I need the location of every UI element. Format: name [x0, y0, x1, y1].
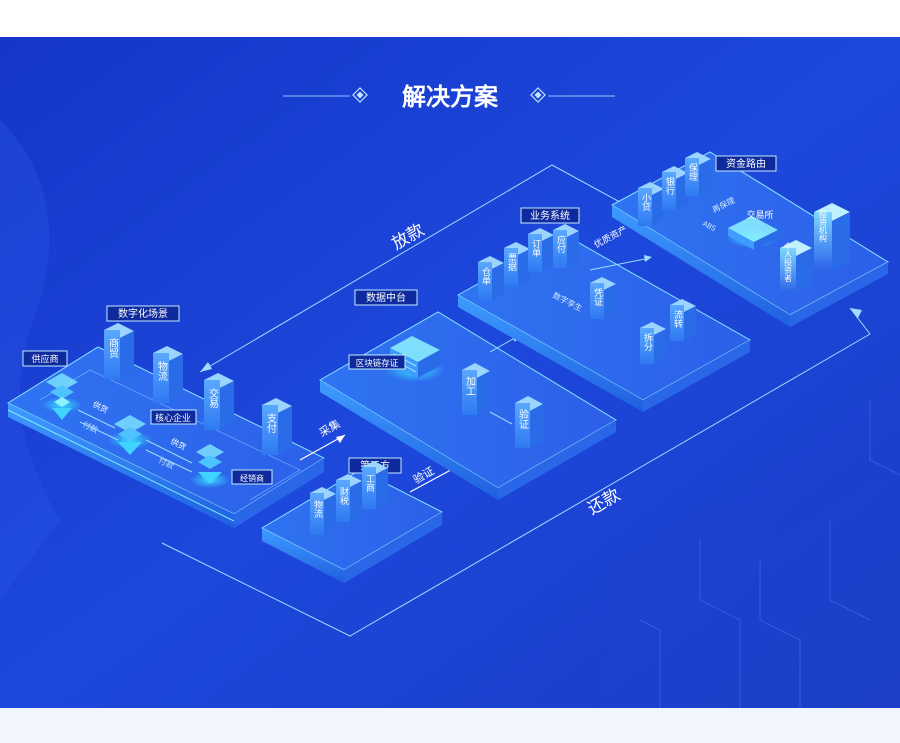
core-enterprise-label-box [150, 409, 197, 425]
data-inner-arrow [489, 411, 513, 425]
exchange-label: 交易所 [746, 209, 773, 221]
loan-arrow [200, 362, 212, 372]
title-group: 解决方案 [283, 83, 615, 111]
third-block-1: 财税 [336, 474, 362, 522]
fund-block-text-2: 保理 [687, 162, 698, 181]
business-lower-text-0: 凭证 [592, 287, 603, 306]
scene-block-2: 交易 [204, 373, 234, 430]
collect-arrowhead [336, 435, 345, 443]
distributor-label: 经销商 [240, 473, 264, 483]
page-title: 解决方案 [402, 83, 499, 111]
digital-scene-label: 数字化场景 [118, 307, 168, 320]
business-lower-block-0: 凭证 [590, 277, 616, 319]
supplier-label-box [22, 350, 68, 367]
digital-scene-label-box [106, 305, 180, 322]
scene-block-text-2: 交易 [207, 387, 219, 409]
institution-tower-1: 投资机构 [814, 203, 850, 270]
business-system-label: 业务系统 [530, 209, 570, 222]
business-block-text-1: 票据 [506, 253, 517, 272]
fund-block-text-0: 小贷 [640, 193, 651, 212]
business-block-2: 订单 [528, 228, 554, 272]
fund-block-text-1: 银行 [664, 176, 675, 196]
blockchain-label-box [348, 354, 406, 370]
business-block-1: 票据 [504, 242, 530, 286]
supplier-node [42, 373, 82, 420]
business-block-text-0: 仓单 [480, 266, 491, 286]
bg-wave [0, 120, 60, 600]
fund-block-2: 保理 [685, 152, 711, 196]
data-block-1: 验证 [515, 396, 543, 448]
scene-block-text-0: 商贸 [107, 337, 119, 359]
top-strip [0, 0, 900, 37]
fund-block-0: 小贷 [638, 182, 664, 226]
blockchain-label: 区块链存证 [356, 358, 399, 369]
data-block-text-1: 验证 [517, 408, 529, 429]
third-block-text-0: 物流 [312, 499, 323, 519]
business-system-label-box [520, 207, 580, 224]
business-lower-block-1: 拆分 [640, 322, 666, 364]
third-block-2: 工商 [362, 461, 388, 509]
core-enterprise-label: 核心企业 [155, 412, 191, 424]
business-block-text-2: 订单 [530, 239, 541, 258]
institution-text-0: 投资机构 [819, 209, 828, 243]
institution-tower-0: 个人投资者 [780, 240, 812, 293]
fund-routing-label-box [715, 155, 777, 172]
business-to-fund-arrow [589, 257, 651, 271]
third-block-0: 物流 [310, 487, 336, 535]
supplier-label: 供应商 [31, 353, 58, 365]
exchange-node [726, 216, 778, 250]
distributor-label-box [231, 469, 273, 485]
repay-arrow [850, 308, 862, 318]
third-block-text-2: 工商 [364, 474, 375, 493]
third-block-text-1: 财税 [338, 486, 349, 506]
business-lower-block-2: 流转 [670, 299, 696, 341]
scene-block-text-1: 物流 [156, 360, 168, 382]
business-block-3: 应付 [553, 224, 579, 268]
data-block-text-0: 加工 [464, 376, 476, 396]
circuit-lines [639, 400, 900, 708]
scene-block-0: 商贸 [104, 323, 134, 380]
business-lower-text-1: 拆分 [642, 332, 653, 352]
bottom-strip [0, 708, 900, 743]
bg-shadow [600, 470, 900, 708]
business-block-0: 仓单 [478, 256, 504, 300]
business-lower-text-2: 流转 [672, 309, 683, 329]
data-center-label: 数据中台 [366, 291, 406, 304]
scene-block-text-3: 支付 [265, 413, 277, 434]
fund-routing-label: 资金路由 [726, 157, 766, 170]
business-to-fund-head [644, 255, 652, 262]
data-block-0: 加工 [462, 363, 490, 415]
core-enterprise-node [108, 415, 152, 455]
scene-block-1: 物流 [153, 346, 183, 403]
business-block-text-3: 应付 [555, 234, 566, 254]
trade-arrows [77, 409, 193, 473]
data-center-label-box [354, 289, 418, 306]
distributor-node [190, 444, 230, 488]
flow-lines [161, 164, 871, 637]
fund-block-1: 银行 [662, 166, 688, 210]
institution-text-1: 个人投资者 [784, 242, 793, 283]
scene-block-3: 支付 [262, 398, 292, 455]
